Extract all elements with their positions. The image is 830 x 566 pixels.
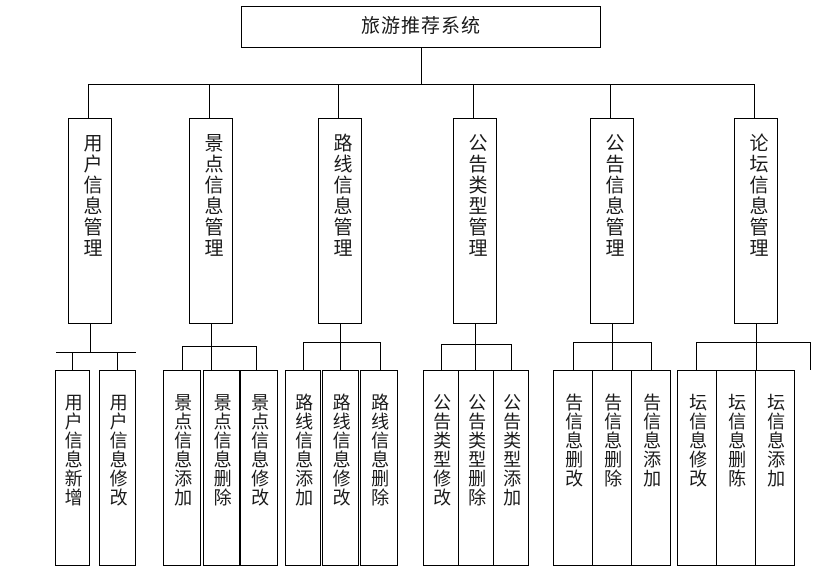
leaf-node-user-info-add[interactable]: 用户信息新增 <box>55 370 90 566</box>
module-node-route-info[interactable]: 路线信息管理 <box>318 118 362 324</box>
leaf-label: 告信息删除 <box>602 393 623 488</box>
connector-drop-module-3 <box>338 84 339 118</box>
module-node-user-info[interactable]: 用户信息管理 <box>68 118 112 324</box>
connector-module1-drop <box>90 324 91 352</box>
leaf-node-notice-info-edit[interactable]: 告信息删改 <box>553 370 593 566</box>
module-label: 公告类型管理 <box>465 133 487 259</box>
leaf-label: 路线信息添加 <box>293 393 314 507</box>
module-node-attraction-info[interactable]: 景点信息管理 <box>189 118 233 324</box>
leaf-node-attraction-add[interactable]: 景点信息添加 <box>163 370 201 566</box>
connector-module3-leaf1 <box>303 342 304 370</box>
connector-module2-leaf3 <box>256 346 257 370</box>
leaf-label: 公告类型添加 <box>501 393 522 507</box>
connector-module5-leaf2 <box>612 342 613 370</box>
connector-module1-bus <box>56 352 136 353</box>
leaf-label: 用户信息修改 <box>107 393 128 507</box>
connector-module2-bus <box>182 346 256 347</box>
leaf-label: 用户信息新增 <box>62 393 83 507</box>
connector-module6-leaf3 <box>810 342 811 370</box>
module-label: 公告信息管理 <box>602 133 624 259</box>
leaf-label: 景点信息添加 <box>172 393 193 507</box>
leaf-node-notice-info-delete[interactable]: 告信息删除 <box>592 370 632 566</box>
leaf-node-route-edit[interactable]: 路线信息修改 <box>322 370 359 566</box>
connector-module4-leaf3 <box>511 344 512 370</box>
leaf-node-notice-type-add[interactable]: 公告类型添加 <box>493 370 529 566</box>
root-node[interactable]: 旅游推荐系统 <box>241 6 601 48</box>
leaf-label: 坛信息修改 <box>687 393 708 488</box>
connector-drop-module-1 <box>88 84 89 118</box>
connector-module1-leaf2 <box>117 352 118 370</box>
leaf-node-route-delete[interactable]: 路线信息删除 <box>360 370 398 566</box>
leaf-label: 路线信息删除 <box>369 393 390 507</box>
leaf-node-attraction-edit[interactable]: 景点信息修改 <box>240 370 278 566</box>
connector-module5-drop <box>612 324 613 342</box>
leaf-node-notice-info-add[interactable]: 告信息添加 <box>631 370 671 566</box>
module-label: 景点信息管理 <box>201 133 223 259</box>
connector-drop-module-2 <box>209 84 210 118</box>
connector-module4-leaf1 <box>441 344 442 370</box>
root-node-label: 旅游推荐系统 <box>360 15 481 37</box>
connector-module3-drop <box>340 324 341 342</box>
connector-module3-leaf3 <box>380 342 381 370</box>
connector-module5-leaf3 <box>651 342 652 370</box>
connector-module4-bus <box>441 344 511 345</box>
connector-module5-leaf1 <box>573 342 574 370</box>
connector-module3-leaf2 <box>340 342 341 370</box>
leaf-label: 公告类型删除 <box>466 393 487 507</box>
module-label: 路线信息管理 <box>330 133 352 259</box>
module-node-notice-info[interactable]: 公告信息管理 <box>590 118 634 324</box>
leaf-label: 景点信息修改 <box>249 393 270 507</box>
module-label: 用户信息管理 <box>80 133 102 259</box>
leaf-node-route-add[interactable]: 路线信息添加 <box>285 370 321 566</box>
leaf-label: 告信息删改 <box>563 393 584 488</box>
leaf-label: 景点信息删除 <box>211 393 232 507</box>
leaf-label: 坛信息删陈 <box>726 393 747 488</box>
module-node-notice-type[interactable]: 公告类型管理 <box>453 118 497 324</box>
connector-drop-module-6 <box>754 84 755 118</box>
leaf-label: 公告类型修改 <box>431 393 452 507</box>
connector-module2-leaf2 <box>211 346 212 370</box>
connector-module2-leaf1 <box>182 346 183 370</box>
leaf-node-forum-add[interactable]: 坛信息添加 <box>755 370 795 566</box>
module-label: 论坛信息管理 <box>746 133 768 259</box>
connector-level1-bus <box>88 84 754 85</box>
connector-root-drop <box>421 48 422 84</box>
leaf-node-forum-delete[interactable]: 坛信息删陈 <box>716 370 756 566</box>
module-node-forum-info[interactable]: 论坛信息管理 <box>734 118 778 324</box>
connector-module6-bus <box>696 342 810 343</box>
connector-module1-leaf1 <box>72 352 73 370</box>
connector-module2-drop <box>211 324 212 346</box>
connector-module6-leaf1 <box>696 342 697 370</box>
leaf-node-forum-edit[interactable]: 坛信息修改 <box>677 370 717 566</box>
leaf-node-notice-type-edit[interactable]: 公告类型修改 <box>423 370 459 566</box>
connector-module4-drop <box>475 324 476 344</box>
connector-drop-module-5 <box>610 84 611 118</box>
leaf-node-notice-type-delete[interactable]: 公告类型删除 <box>458 370 494 566</box>
leaf-node-user-info-edit[interactable]: 用户信息修改 <box>99 370 136 566</box>
leaf-label: 坛信息添加 <box>765 393 786 488</box>
connector-module6-leaf2 <box>756 342 757 370</box>
connector-drop-module-4 <box>473 84 474 118</box>
leaf-label: 路线信息修改 <box>330 393 351 507</box>
connector-module6-drop <box>756 324 757 342</box>
leaf-node-attraction-delete[interactable]: 景点信息删除 <box>203 370 240 566</box>
leaf-label: 告信息添加 <box>641 393 662 488</box>
connector-module4-leaf2 <box>475 344 476 370</box>
connector-module3-bus <box>303 342 380 343</box>
